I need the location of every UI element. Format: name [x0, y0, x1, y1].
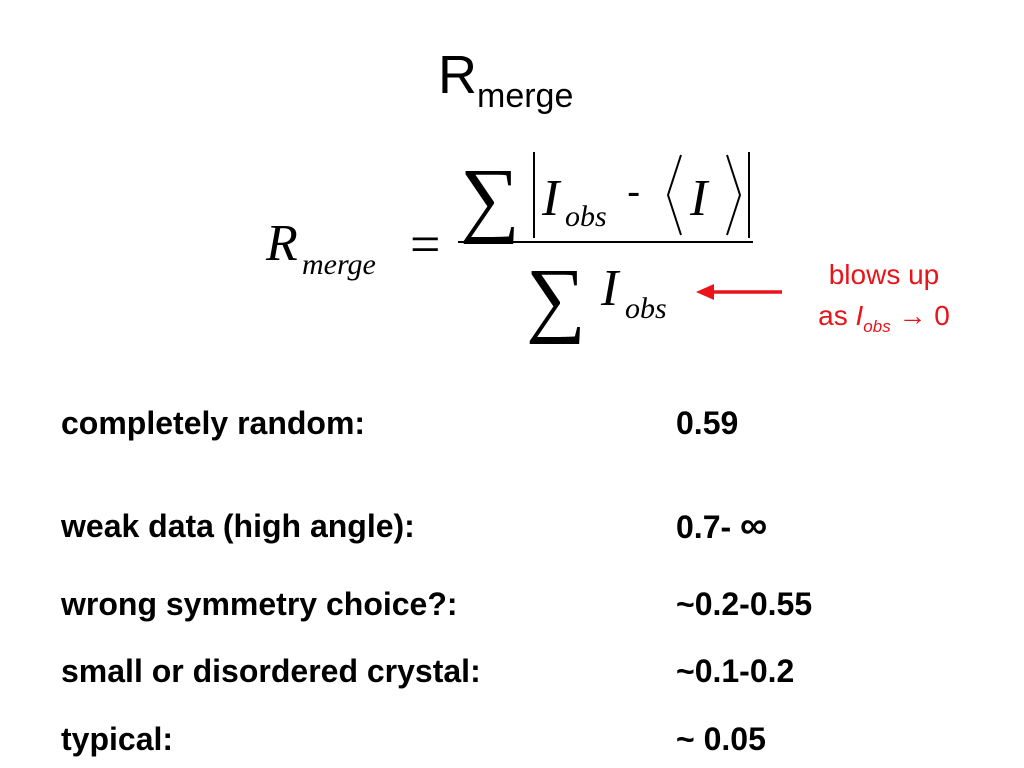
rmerge-formula: R merge = ∑ I obs - I ∑ I obs [265, 152, 782, 345]
row-value: ~0.2-0.55 [676, 586, 813, 622]
title-subscript: merge [477, 77, 574, 115]
numerator-sum-icon: ∑ [460, 152, 520, 245]
red-arrow-head-icon [696, 284, 714, 300]
row-label: weak data (high angle): [61, 508, 415, 544]
row-value: ~0.1-0.2 [676, 653, 795, 689]
lhs-symbol: R [265, 215, 298, 272]
title-main: R [438, 45, 477, 105]
note-suffix: → 0 [890, 300, 950, 331]
numerator-minus: - [627, 170, 640, 214]
note-line2: as Iobs → 0 [818, 300, 950, 336]
equals-sign: = [410, 214, 440, 274]
denominator-sum-icon: ∑ [526, 252, 586, 345]
row-label: completely random: [61, 405, 366, 441]
lhs-subscript: merge [302, 248, 376, 281]
denominator-var-subscript: obs [625, 292, 667, 325]
row-label: small or disordered crystal: [61, 653, 481, 689]
slide-title: Rmerge [438, 45, 573, 113]
numerator-var: I [541, 170, 562, 227]
numerator-angle-close [726, 154, 742, 236]
numerator-angle-open [666, 154, 682, 236]
numerator-mean-var: I [689, 170, 710, 227]
row-value: 0.59 [676, 405, 739, 441]
blows-up-note: blows up as Iobs → 0 [800, 254, 968, 340]
note-line1: blows up [828, 259, 940, 290]
row-label: wrong symmetry choice?: [61, 586, 458, 622]
numerator-var-subscript: obs [565, 200, 607, 233]
denominator-var: I [600, 260, 621, 317]
row-value: ~ 0.05 [676, 721, 766, 757]
row-label: typical: [61, 721, 174, 757]
note-var: I [855, 300, 864, 331]
note-var-subscript: obs [863, 317, 891, 336]
row-value: 0.7- ∞ [676, 505, 768, 547]
infinity-icon: ∞ [740, 505, 768, 547]
